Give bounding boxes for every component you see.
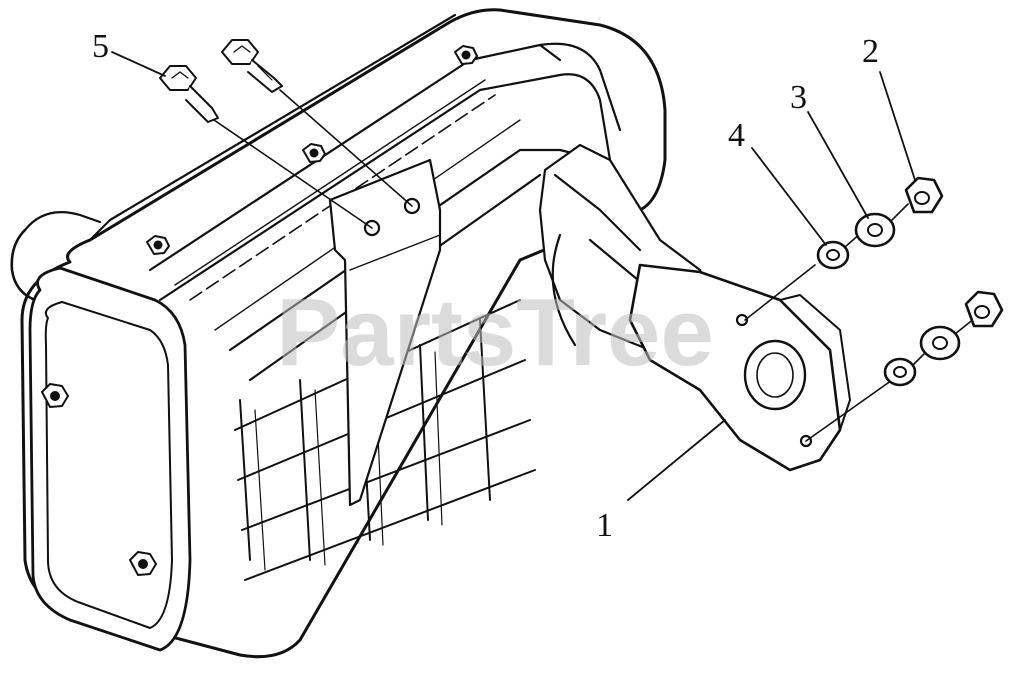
lock-washer-icon bbox=[883, 357, 917, 387]
part-3-flat-washers bbox=[854, 212, 961, 361]
hex-nut-icon bbox=[904, 176, 944, 214]
part-4-lock-washers bbox=[816, 240, 917, 387]
watermark-text: PartsTree bbox=[276, 279, 714, 386]
callout-numbers: 5 2 3 4 1 bbox=[92, 28, 879, 544]
lock-washer-icon bbox=[816, 240, 850, 270]
callout-5: 5 bbox=[92, 28, 109, 65]
part-1-flange bbox=[628, 263, 851, 472]
hex-nut-icon bbox=[964, 290, 1004, 328]
nut-icon bbox=[129, 551, 157, 576]
part-5-bolts bbox=[159, 39, 283, 123]
callout-2: 2 bbox=[862, 33, 879, 70]
callout-4: 4 bbox=[728, 117, 745, 154]
nut-icon bbox=[41, 383, 69, 408]
callout-3: 3 bbox=[790, 79, 807, 116]
flange-bolt-icon bbox=[159, 65, 219, 123]
part-2-hex-nuts bbox=[904, 176, 1004, 328]
nut-icon bbox=[302, 143, 326, 163]
callout-1: 1 bbox=[596, 507, 613, 544]
flange-bolt-icon bbox=[221, 39, 283, 93]
flat-washer-icon bbox=[854, 212, 896, 248]
body-bolts bbox=[41, 45, 478, 576]
nut-icon bbox=[454, 45, 478, 65]
callout-leaders bbox=[111, 51, 916, 501]
nut-icon bbox=[146, 235, 170, 255]
flat-washer-icon bbox=[919, 325, 961, 361]
